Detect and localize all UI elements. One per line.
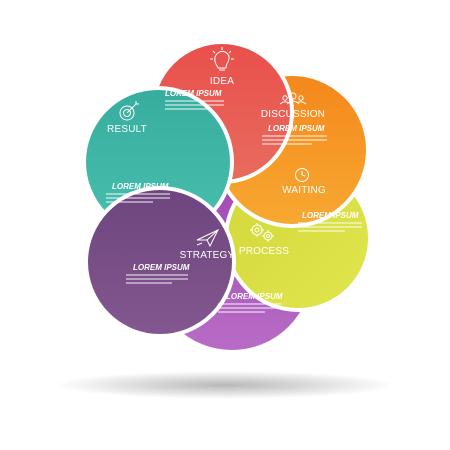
paper-plane-icon	[196, 228, 220, 248]
process-heading: LOREM IPSUM	[226, 292, 283, 301]
lightbulb-icon	[210, 47, 234, 71]
result-title: RESULT	[107, 124, 147, 135]
people-icon	[279, 92, 307, 105]
discussion-body-text	[262, 135, 327, 145]
result-body-text	[106, 193, 170, 203]
idea-body-text	[165, 100, 224, 110]
floor-shadow	[55, 371, 395, 399]
idea-title: IDEA	[210, 76, 234, 87]
waiting-body-text	[298, 222, 362, 232]
strategy-heading: LOREM IPSUM	[133, 263, 190, 272]
clock-icon	[295, 168, 309, 182]
waiting-title: WAITING	[282, 185, 326, 196]
idea-heading: LOREM IPSUM	[165, 89, 222, 98]
discussion-heading: LOREM IPSUM	[268, 124, 325, 133]
target-icon	[119, 101, 139, 121]
process-body-text	[218, 303, 282, 313]
strategy-title: STRATEGY	[180, 250, 235, 261]
discussion-title: DISCUSSION	[261, 109, 325, 120]
waiting-heading: LOREM IPSUM	[302, 211, 359, 220]
gears-icon	[250, 223, 274, 242]
petal-strategy[interactable]	[84, 186, 236, 338]
result-heading: LOREM IPSUM	[112, 182, 169, 191]
strategy-body-text	[126, 274, 188, 284]
process-title: PROCESS	[239, 246, 289, 257]
